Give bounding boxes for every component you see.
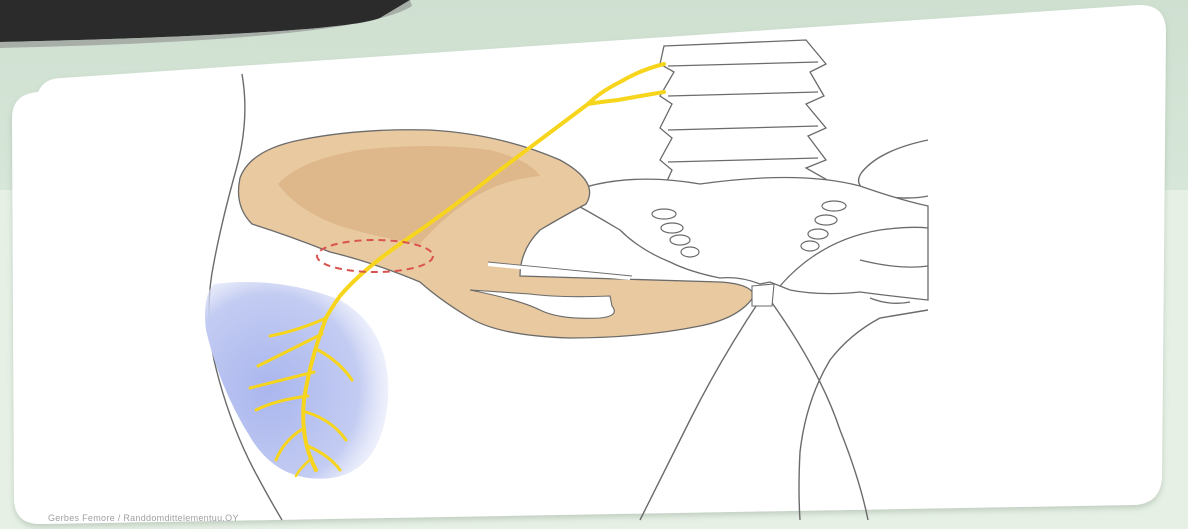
- image-credit: Gerbes Femore / Randdomdittelementuu.OY: [48, 513, 239, 523]
- lumbar-spine: [660, 40, 838, 192]
- sensory-area-patch: [205, 282, 388, 479]
